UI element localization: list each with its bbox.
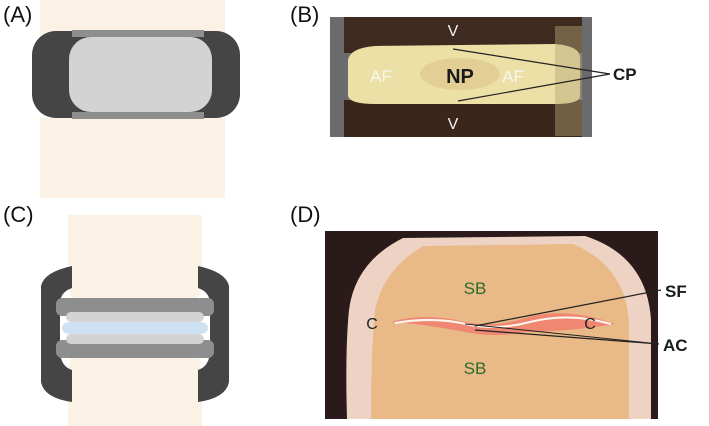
label-sb-top: SB: [464, 279, 487, 298]
nucleus-pulposus: [69, 37, 212, 112]
ac-leader-secondary: [464, 323, 660, 345]
panel-b-label: (B): [290, 2, 320, 27]
upper-endplate: [72, 30, 204, 37]
label-af-right: AF: [502, 67, 524, 86]
upper-cartilage-layer: [66, 312, 204, 322]
lower-vertebra: [40, 118, 225, 198]
panel-a-label: (A): [3, 2, 33, 27]
lower-endplate: [72, 112, 204, 119]
lower-articular-cartilage: [56, 340, 214, 358]
joint-capsule-right: [198, 266, 229, 402]
joint-space: [391, 313, 615, 335]
label-af-left: AF: [370, 67, 392, 86]
panel-c-joint-diagram: [41, 215, 229, 426]
cp-leader-upper: [452, 48, 611, 75]
label-sf: SF: [665, 282, 687, 301]
sf-leader: [474, 289, 662, 327]
synovial-fluid: [62, 322, 208, 334]
panel-c-label: (C): [3, 202, 34, 227]
label-v-bottom: V: [448, 116, 459, 133]
cp-leader-lower: [457, 73, 611, 102]
joint-capsule-left: [41, 266, 72, 402]
lower-vertebral-body: [344, 100, 582, 137]
upper-articular-cartilage: [56, 298, 214, 316]
synovial-line: [394, 316, 612, 328]
lower-cartilage-layer: [66, 334, 204, 344]
ac-leader: [474, 329, 660, 345]
label-sb-bottom: SB: [464, 359, 487, 378]
label-c-right: C: [584, 316, 596, 333]
label-cp: CP: [613, 65, 637, 84]
panel-b-disc-specimen: V V AF NP AF CP: [330, 17, 637, 137]
label-ac: AC: [663, 336, 688, 355]
label-v-top: V: [448, 23, 459, 40]
upper-bone: [68, 215, 202, 302]
label-c-left: C: [366, 316, 378, 333]
panel-d-joint-specimen: SB SB C C SF AC: [325, 231, 688, 419]
nucleus-tissue: [420, 58, 500, 90]
panel-a-disc-diagram: [32, 0, 240, 198]
lower-bone: [68, 352, 202, 426]
panel-d-label: (D): [290, 202, 321, 227]
label-np: NP: [446, 66, 474, 88]
